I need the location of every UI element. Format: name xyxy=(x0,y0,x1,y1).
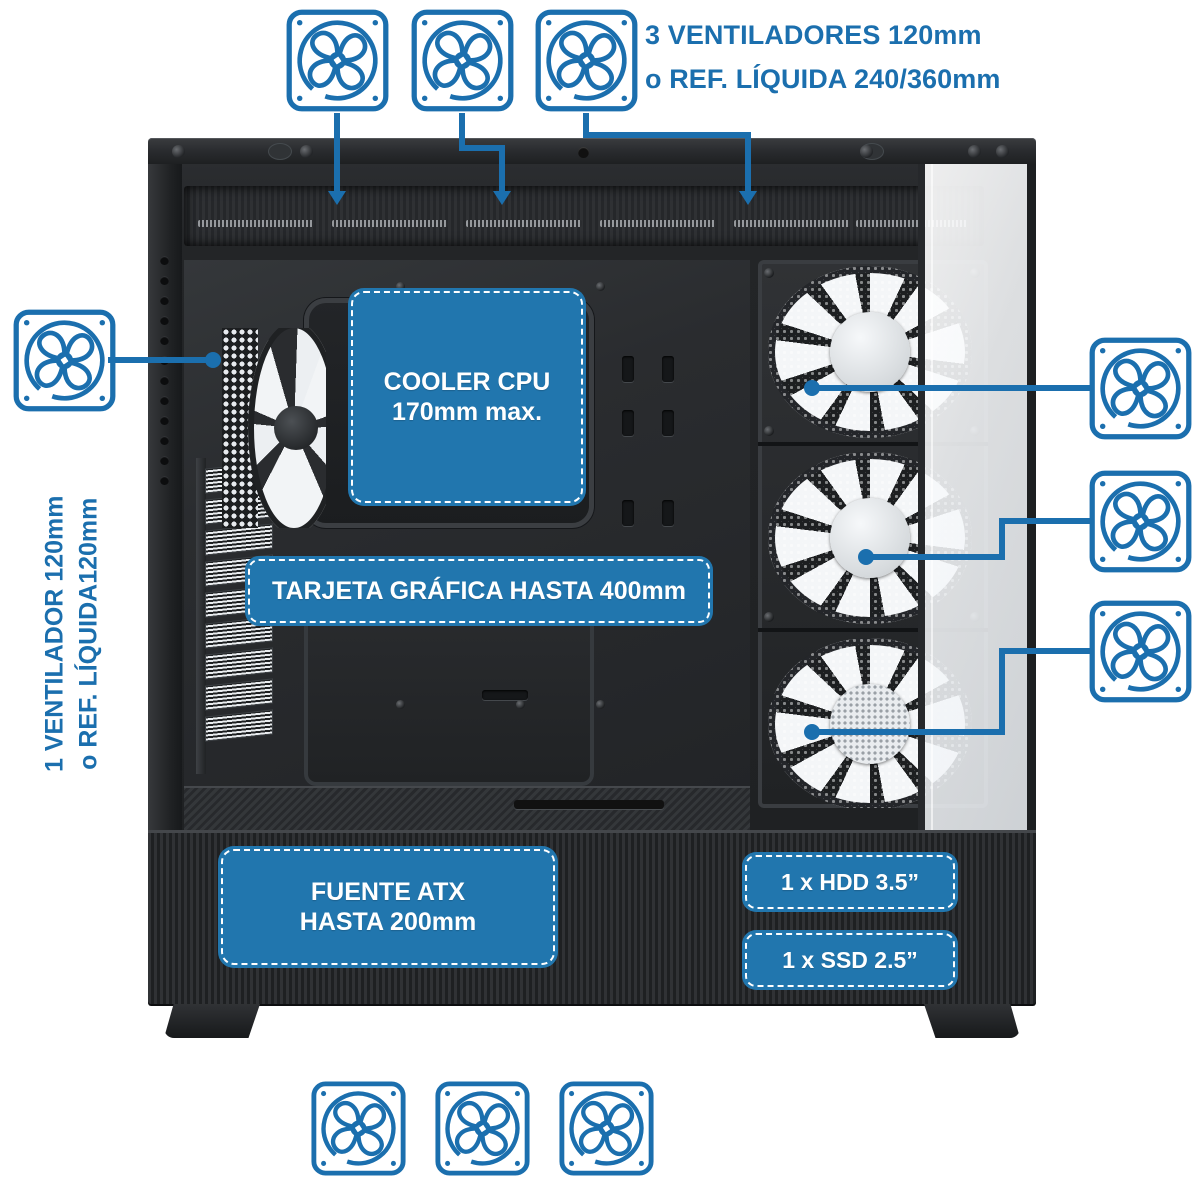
hdd-bay-spec-line1: 1 x HDD 3.5” xyxy=(780,868,920,895)
case-interior xyxy=(148,164,1036,830)
fan-icon[interactable] xyxy=(410,8,515,113)
cpu-cooler-spec-line2: 170mm max. xyxy=(391,398,543,426)
left-callout-line2: o REF. LÍQUIDA120mm xyxy=(74,497,102,770)
left-callout-text: 1 VENTILADOR 120mm o REF. LÍQUIDA120mm xyxy=(38,434,106,834)
fan-icon[interactable] xyxy=(310,1080,407,1177)
top-callout-line2: o REF. LÍQUIDA 240/360mm xyxy=(645,63,1001,94)
tempered-glass-panel xyxy=(918,164,1036,830)
fan-icon[interactable] xyxy=(534,8,639,113)
ssd-bay-spec: 1 x SSD 2.5” xyxy=(742,930,958,990)
case-left-rail xyxy=(148,164,182,830)
fan-icon[interactable] xyxy=(1088,599,1193,704)
psu-spec-line2: HASTA 200mm xyxy=(299,908,477,936)
case-top-panel xyxy=(148,138,1036,166)
psu-shroud-top xyxy=(184,786,750,830)
gpu-spec: TARJETA GRÁFICA HASTA 400mm xyxy=(245,556,713,626)
top-callout-text: 3 VENTILADORES 120mm o REF. LÍQUIDA 240/… xyxy=(645,14,1190,101)
cpu-cooler-spec-line1: COOLER CPU xyxy=(383,367,551,396)
fan-icon[interactable] xyxy=(434,1080,531,1177)
psu-spec: FUENTE ATX HASTA 200mm xyxy=(218,846,558,968)
fan-icon[interactable] xyxy=(558,1080,655,1177)
fan-icon[interactable] xyxy=(1088,336,1193,441)
gpu-spec-line1: TARJETA GRÁFICA HASTA 400mm xyxy=(272,576,686,605)
top-fan-mount-mesh xyxy=(184,186,984,246)
rear-exhaust-fan xyxy=(222,328,326,528)
fan-icon[interactable] xyxy=(12,308,117,413)
case-foot-left xyxy=(164,1004,260,1038)
top-callout-line1: 3 VENTILADORES 120mm xyxy=(645,20,982,50)
cpu-cooler-spec: COOLER CPU 170mm max. xyxy=(348,288,586,506)
fan-icon[interactable] xyxy=(285,8,390,113)
pci-expansion-slots xyxy=(196,458,272,774)
fan-icon[interactable] xyxy=(1088,469,1193,574)
case-foot-right xyxy=(924,1004,1020,1038)
psu-spec-line1: FUENTE ATX xyxy=(310,877,466,906)
ssd-bay-spec-line1: 1 x SSD 2.5” xyxy=(782,946,918,973)
left-callout-line1: 1 VENTILADOR 120mm xyxy=(40,495,69,772)
hdd-bay-spec: 1 x HDD 3.5” xyxy=(742,852,958,912)
